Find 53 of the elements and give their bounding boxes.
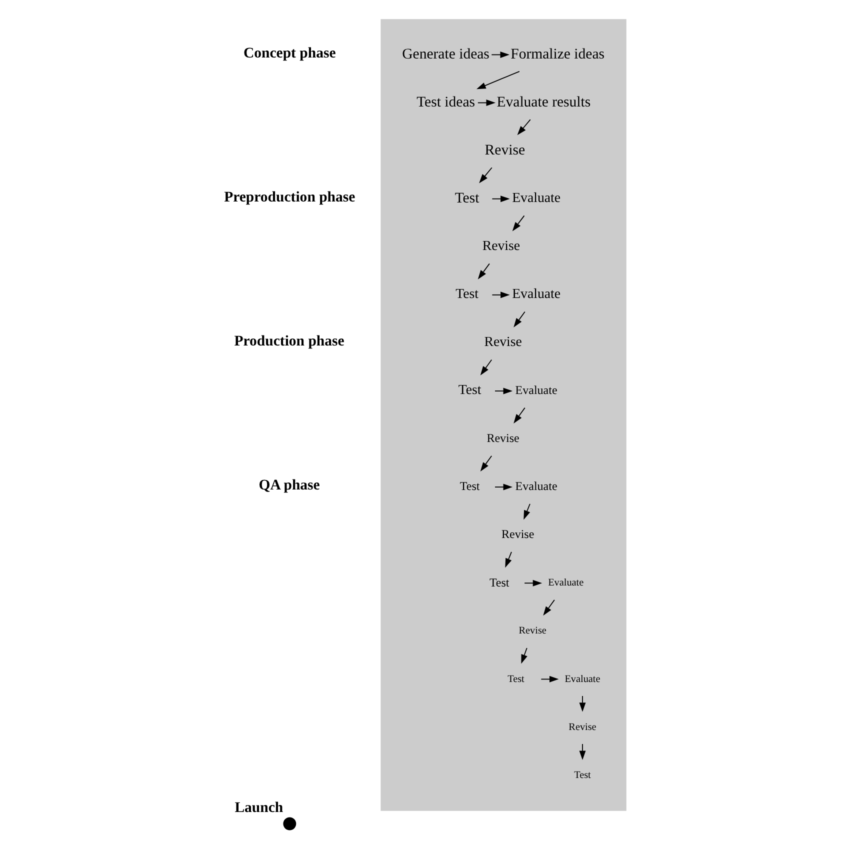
arrow xyxy=(578,696,586,712)
arrow xyxy=(494,484,512,490)
cluster xyxy=(380,19,626,811)
arrow xyxy=(542,599,554,616)
node-text: Evaluate xyxy=(512,286,560,302)
node-text: Test xyxy=(455,286,478,302)
node-text: Test xyxy=(507,674,524,685)
arrow xyxy=(480,359,492,376)
node-label: Launch xyxy=(234,800,283,816)
node-text: Test xyxy=(458,382,481,398)
label: Preproduction phase xyxy=(224,189,355,206)
arrow xyxy=(480,455,492,472)
arrow xyxy=(490,52,510,58)
node-text: Revise xyxy=(484,334,522,350)
node-text: Evaluate results xyxy=(496,94,590,110)
arrow xyxy=(478,167,492,184)
node-text: Test xyxy=(574,770,590,781)
node-text: Revise xyxy=(484,142,524,158)
arrow xyxy=(476,70,520,90)
arrow xyxy=(494,388,512,394)
node-text: Revise xyxy=(518,626,546,637)
node-text: Test ideas xyxy=(416,94,474,110)
arrow xyxy=(513,407,525,424)
arrow xyxy=(513,311,525,328)
arrow xyxy=(512,215,524,232)
node-text: Evaluate xyxy=(564,674,600,685)
node-text: Evaluate xyxy=(514,383,557,398)
node-text: Test xyxy=(488,575,509,590)
node-text: Revise xyxy=(568,722,596,733)
node-text: Formalize ideas xyxy=(510,46,604,62)
arrow xyxy=(491,292,510,298)
node-text: Generate ideas xyxy=(402,46,489,62)
arrow xyxy=(540,676,558,682)
node-text: Revise xyxy=(482,238,520,254)
arrow xyxy=(516,119,530,136)
node-text: Evaluate xyxy=(512,190,560,206)
arrow xyxy=(524,580,542,586)
node-text: Evaluate xyxy=(514,479,557,494)
arrow xyxy=(491,196,510,202)
arrow xyxy=(520,648,527,664)
node-text: Evaluate xyxy=(548,578,584,589)
node-text: Test xyxy=(459,479,480,494)
label: Production phase xyxy=(234,334,344,350)
node-text: Revise xyxy=(486,431,519,446)
arrow xyxy=(578,744,586,760)
node-text: Test xyxy=(454,190,479,206)
label: Concept phase xyxy=(242,45,336,62)
node-text: Revise xyxy=(501,527,534,542)
arrow xyxy=(477,263,490,280)
arrow xyxy=(523,503,530,520)
node-circle xyxy=(282,817,296,830)
arrow xyxy=(504,551,512,568)
label: QA phase xyxy=(258,478,320,494)
